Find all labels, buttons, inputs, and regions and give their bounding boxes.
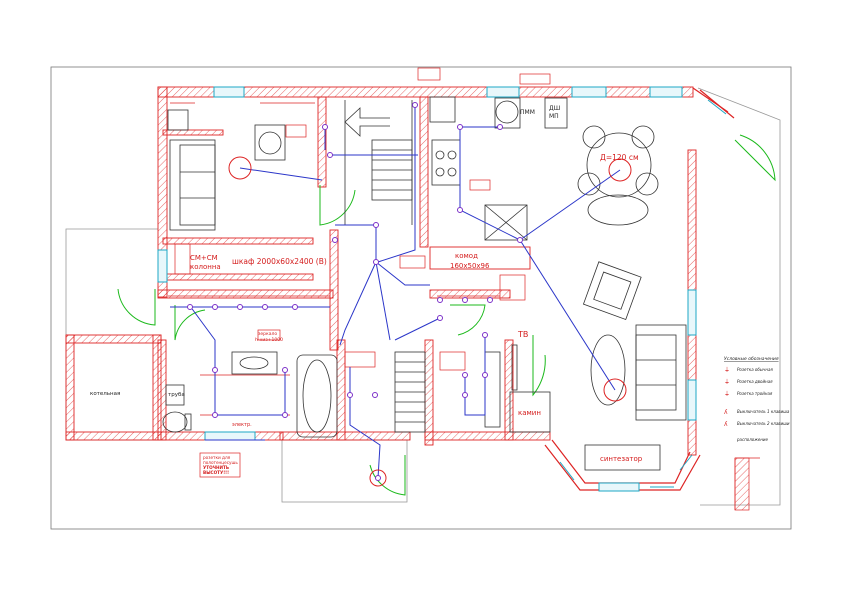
socket-note-3: УТОЧНИТЬ (203, 465, 229, 470)
bay-walls (544, 87, 735, 491)
light-fixtures (228, 156, 632, 487)
stair (344, 100, 413, 225)
fireplace-label: камин (518, 409, 541, 417)
electric-label: электр. (232, 422, 252, 428)
pipe-label: труба (168, 392, 185, 398)
cm-column-label-2: колонна (190, 263, 221, 271)
dresser-label-1: комод (455, 252, 478, 260)
dsh-label: ДШ (549, 105, 560, 112)
sheet-border (50, 66, 792, 530)
table-label: Д=120 см (600, 153, 639, 162)
mirror-label-1: зеркало (258, 332, 277, 337)
tv-label: ТВ (517, 330, 528, 339)
room-labels: СМ+СМ колонна шкаф 2000х60х2400 (В) комо… (90, 105, 643, 478)
legend-icon-1: ⏚ (724, 367, 730, 374)
socket-note-1: розетки для (203, 455, 231, 460)
bay-windows (559, 99, 727, 488)
socket-note-box (199, 452, 241, 478)
legend-icon-4: ʎ (724, 409, 728, 416)
walls (65, 86, 697, 456)
legend-item-3: Розетка тройная (737, 391, 773, 396)
mirror-label-2: h-низ+1000 (255, 337, 283, 343)
legend-icon-3: ⏚ (724, 391, 730, 398)
windows (157, 86, 697, 492)
boiler-room-label: котельная (90, 391, 120, 397)
socket-note-2: полотенцесушь (203, 460, 238, 465)
cm-column-label-1: СМ+СМ (190, 254, 218, 262)
pmm-label: ПММ (520, 109, 535, 116)
doors (117, 134, 776, 496)
wardrobe-label: шкаф 2000х60х2400 (В) (232, 257, 327, 266)
dimension-marks (168, 67, 760, 511)
legend-item-1: Розетка обычная (737, 367, 773, 372)
outlet-nodes (187, 102, 523, 481)
dresser-label-2: 160х50х96 (450, 262, 490, 270)
legend-item-4: Выключатель 1 клавиша (737, 409, 790, 414)
legend: Условные обозначения ⏚ Розетка обычная ⏚… (724, 356, 790, 442)
mp-label: МП (549, 113, 559, 120)
legend-footer: расположение (736, 437, 769, 442)
legend-icon-5: ʎ (724, 421, 728, 428)
synth-label: синтезатор (600, 455, 643, 463)
legend-title: Условные обозначения (724, 356, 779, 362)
legend-item-2: Розетка двойная (737, 379, 773, 384)
legend-icon-2: ⏚ (724, 379, 730, 386)
socket-note-4: ВЫСОТУ!!! (203, 470, 229, 475)
legend-item-5: Выключатель 2 клавиши (737, 421, 790, 426)
